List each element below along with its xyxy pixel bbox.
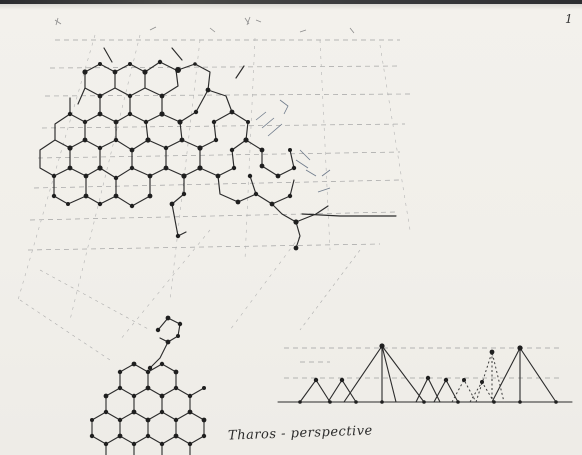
elevation-nodes <box>298 343 558 404</box>
page-top-shadow <box>0 4 582 10</box>
upper-lattice-nodes <box>51 59 299 251</box>
pencil-marks-lower <box>19 249 361 361</box>
upper-hex-lattice <box>39 47 397 249</box>
perspective-guide-lines <box>27 39 411 251</box>
page-number: 1 <box>565 12 573 26</box>
blue-grey-scribbles <box>255 99 331 193</box>
elevation-triangles <box>277 345 573 403</box>
page-top-edge <box>0 0 582 4</box>
vanishing-rays <box>17 34 411 341</box>
lower-hex-nodes <box>89 315 207 447</box>
pencil-marks-top <box>54 16 355 34</box>
elevation-guides <box>284 347 560 379</box>
